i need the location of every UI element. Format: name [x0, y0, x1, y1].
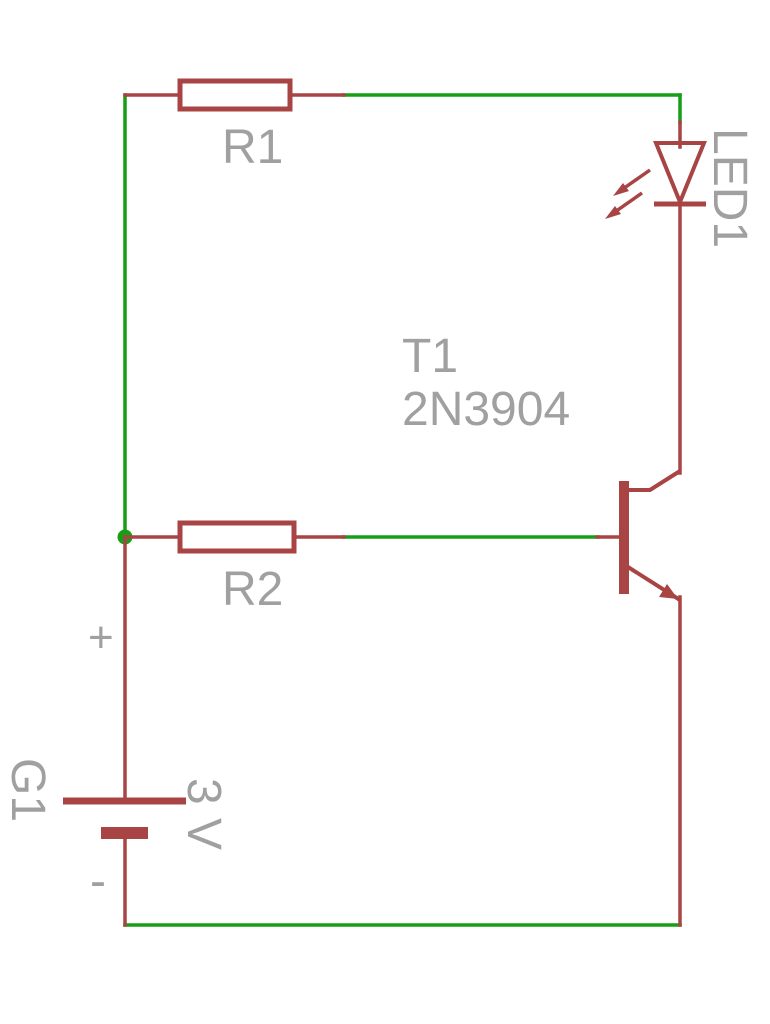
light-arrow-icon — [605, 168, 652, 219]
t1-label: T1 — [402, 330, 458, 383]
battery-g1-symbol: + - G1 3 V — [1, 613, 230, 908]
led1-label: LED1 — [703, 128, 756, 248]
r1-body — [177, 78, 293, 112]
transistor-t1-symbol: T1 2N3904 — [402, 330, 682, 602]
led-triangle — [653, 141, 707, 208]
g1-label: G1 — [1, 758, 54, 822]
led1-symbol: LED1 — [605, 128, 756, 248]
g1-value-label: 3 V — [177, 778, 230, 850]
resistor-r2-symbol: R2 — [177, 520, 297, 616]
t1-value-label: 2N3904 — [402, 383, 570, 436]
transistor-collector-stroke — [628, 469, 682, 492]
battery-plus-sign: + — [88, 613, 114, 662]
resistor-r1-symbol: R1 — [177, 78, 293, 174]
r1-label: R1 — [222, 121, 283, 174]
battery-minus-sign: - — [90, 855, 106, 908]
r2-label: R2 — [222, 563, 283, 616]
r2-body — [177, 520, 297, 554]
emitter-arrow-icon — [659, 584, 678, 599]
